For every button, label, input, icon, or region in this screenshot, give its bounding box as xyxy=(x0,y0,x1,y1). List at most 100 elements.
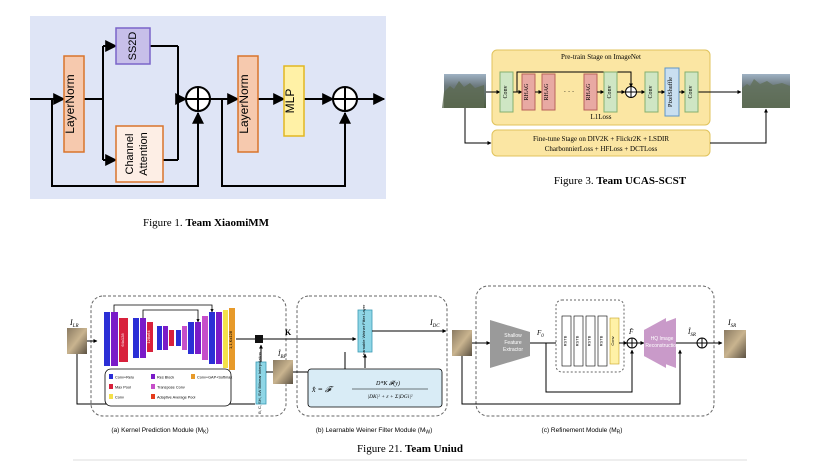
fig3-conv-block xyxy=(684,71,699,113)
unet-text: 1,1,Kx128 xyxy=(228,330,233,349)
fig1-mlp-label: MLP xyxy=(283,89,297,114)
unet-block xyxy=(223,310,228,368)
fig21-i-lr-label: ILR xyxy=(69,318,79,329)
fig21-shallow-extractor xyxy=(490,320,530,368)
fig3-finetune-arrow xyxy=(464,108,492,145)
fig21-unet: 64x128 128x64 1,1,Kx128 xyxy=(104,304,235,370)
fig21-caption: Figure 21. Team Uniud xyxy=(357,443,463,455)
fig21-weiner-label: Learnable Weiner Filter Layer xyxy=(361,304,366,357)
legend-label: Conv+Relu xyxy=(115,376,134,380)
legend-swatch xyxy=(151,384,155,389)
unet-block xyxy=(182,326,187,350)
fig21-bilinear-label: B, C, SH, SW Bilinear Interpolation xyxy=(257,352,262,414)
fig1-panel xyxy=(30,16,386,199)
unet-block xyxy=(195,322,201,354)
unet-block xyxy=(119,318,128,362)
unet-skip xyxy=(113,304,214,313)
unet-block xyxy=(216,312,222,364)
fig3-dots: · · · xyxy=(564,88,575,96)
fig3-finetune-label-2: CharbonnierLoss + HFLoss + DCTLoss xyxy=(545,145,658,153)
fig3-caption: Figure 3. Team UCAS-SCST xyxy=(554,175,687,187)
fig1-layernorm-label: LayerNorm xyxy=(63,74,77,133)
fig21-module-b-box xyxy=(296,295,448,417)
fig1-layernorm-block-2 xyxy=(237,55,259,153)
legend-swatch xyxy=(151,394,155,399)
fig1-skip-connection xyxy=(51,99,204,187)
fig21-bf-image xyxy=(273,360,293,384)
fig21-module-c-caption: (c) Refinement Module (MR) xyxy=(542,427,623,436)
legend-label: Res Block xyxy=(157,376,174,380)
fig3-finetune-arrow xyxy=(710,108,768,144)
fig1-layernorm-block xyxy=(63,55,85,153)
unet-text: 64x128 xyxy=(120,333,125,347)
rstb-label: RSTB xyxy=(599,335,604,346)
fig21-i-sr-hat-label: ÎSR xyxy=(687,328,696,338)
fig1-ss2d-label: SS2D xyxy=(127,32,139,61)
fig21-module-b-caption: (b) Learnable Weiner Filter Module (MW) xyxy=(316,427,433,436)
fig21-rstb-stack: RSTB RSTB RSTB RSTB xyxy=(561,315,608,367)
fig3-l1loss-label: L1Loss xyxy=(591,113,612,121)
fig1-caption: Figure 1. Team XiaomiMM xyxy=(143,217,270,229)
fig21-kernel-node xyxy=(255,335,263,343)
legend-label: Conv xyxy=(115,396,124,400)
rstb-label: RSTB xyxy=(563,335,568,346)
fig3-finetune-label-1: Fine-tune Stage on DIV2K + Flickr2K + LS… xyxy=(533,135,669,143)
fig21-formula-num: D*K 𝓕(y) xyxy=(375,380,400,387)
fig3-conv-label: Conv xyxy=(688,85,694,98)
unet-block xyxy=(140,318,146,358)
fig3-input-image-detail xyxy=(442,81,484,108)
fig3-pixelshuffle-label: PixelShuffle xyxy=(667,77,674,107)
rstb-block xyxy=(573,315,584,367)
unet-block xyxy=(163,326,168,350)
figure-1: LayerNorm SS2D Channel Attention LayerNo… xyxy=(30,16,386,229)
figure-21: ILR 64x128 128x64 1,1,Kx128 xyxy=(67,285,747,461)
unet-skip xyxy=(142,309,200,323)
fig21-module-a-box xyxy=(90,295,287,417)
fig21-conv-label: Conv xyxy=(610,336,615,345)
fig21-f-hat-label: F̂ xyxy=(628,328,634,336)
fig21-legend xyxy=(104,368,232,407)
legend-label: Conv+GAP+Softmax xyxy=(197,376,232,380)
unet-block xyxy=(147,322,153,352)
fig21-input-image xyxy=(67,328,87,354)
unet-block xyxy=(104,312,110,366)
fig1-mlp-block xyxy=(283,65,305,137)
fig21-output-image xyxy=(724,330,746,358)
fig21-formula-lhs: x̂ = 𝓕 xyxy=(311,385,334,394)
legend-swatch xyxy=(191,374,195,379)
fig3-rhag-label: RHAG xyxy=(586,83,592,101)
legend-swatch xyxy=(109,394,113,399)
unet-block xyxy=(169,330,174,346)
fig3-long-skip xyxy=(516,71,633,92)
fig3-output-image-detail xyxy=(742,79,790,108)
fig21-feature-skip xyxy=(545,343,634,393)
fig21-shallow-label-3: Extractor xyxy=(503,347,523,353)
unet-block xyxy=(202,316,208,360)
fig21-module-c-box xyxy=(475,285,715,417)
fig3-conv-label: Conv xyxy=(648,85,654,98)
fig1-channel-label: Channel xyxy=(124,134,136,175)
unet-block xyxy=(176,330,181,346)
fig21-dc-image xyxy=(452,330,472,356)
fig21-i-sr-label: ISR xyxy=(727,318,736,329)
unet-block xyxy=(209,312,215,364)
rstb-label: RSTB xyxy=(575,335,580,346)
fig1-attention-label: Attention xyxy=(138,132,150,175)
fig3-rhag-block xyxy=(541,73,556,111)
fig21-global-skip xyxy=(461,349,682,405)
fig21-i-bf-label: ÎBF xyxy=(277,350,287,360)
fig3-rhag-label: RHAG xyxy=(524,83,530,101)
rstb-block xyxy=(597,315,608,367)
legend-label: Max Pool xyxy=(115,386,131,390)
unet-block xyxy=(111,312,118,366)
fig1-layernorm-label-2: LayerNorm xyxy=(237,74,251,133)
fig21-module-a-caption: (a) Kernel Prediction Module (MK) xyxy=(111,427,208,436)
unet-text: 128x64 xyxy=(146,330,151,344)
legend-swatch xyxy=(151,374,155,379)
rstb-label: RSTB xyxy=(587,335,592,346)
rstb-block xyxy=(585,315,596,367)
fig21-i-dc-label: IDC xyxy=(429,318,440,329)
fig3-pretrain-label: Pre-train Stage on ImageNet xyxy=(561,53,641,61)
